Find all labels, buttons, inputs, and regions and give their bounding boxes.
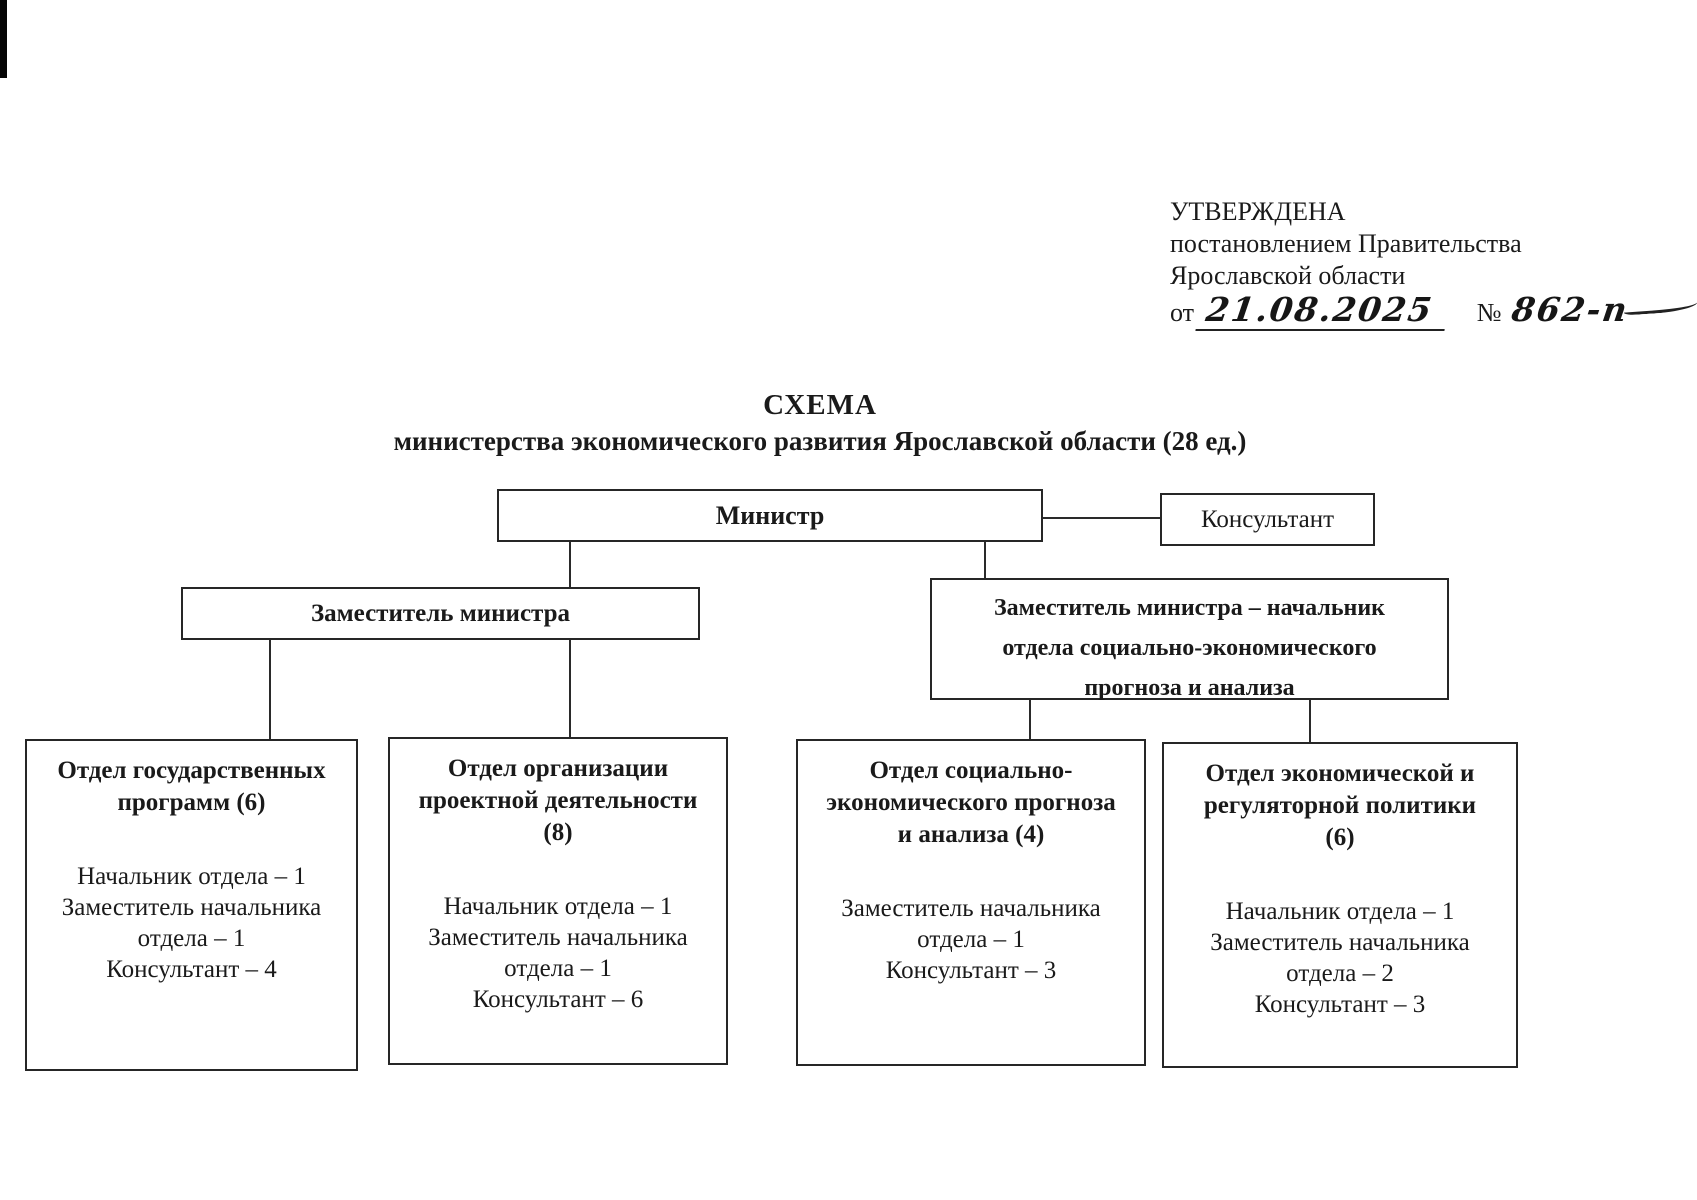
dept-title: Отдел социально-экономического прогноза … [826, 757, 1116, 848]
approval-block: УТВЕРЖДЕНА постановлением Правительства … [1170, 196, 1697, 331]
deputy-minister-head-label: Заместитель министра – начальник отдела … [994, 595, 1385, 701]
org-box-deputy-minister-head-of-forecast: Заместитель министра – начальник отдела … [930, 578, 1449, 701]
org-box-minister: Министр [497, 489, 1043, 542]
staff-line: Консультант – 3 [1254, 991, 1426, 1018]
connector-deputy-left-dept2 [569, 640, 571, 737]
staff-line: Заместитель начальника отдела – 1 [428, 924, 688, 982]
approval-line-1: УТВЕРЖДЕНА [1170, 197, 1346, 226]
handwritten-pen-tail [1623, 296, 1697, 316]
deputy-minister-label: Заместитель министра [310, 599, 571, 627]
staff-line: Заместитель начальника отдела – 2 [1210, 929, 1470, 987]
org-box-dept-state-programs: Отдел государственных программ (6) Начал… [25, 739, 358, 1071]
staff-line: Консультант – 6 [472, 986, 644, 1013]
handwritten-date: 21.08.2025 [1195, 290, 1450, 331]
date-prefix-label: от [1170, 298, 1195, 327]
dept-staff-list: Начальник отдела – 1 Заместитель начальн… [390, 891, 726, 1015]
org-box-dept-project-activity: Отдел организации проектной деятельности… [388, 737, 728, 1065]
approval-line-2: постановлением Правительства [1170, 229, 1522, 258]
number-sign-label: № [1476, 298, 1502, 327]
document-subtitle: министерства экономического развития Яро… [393, 426, 1247, 456]
minister-label: Министр [715, 500, 825, 530]
scan-edge-artifact [0, 0, 7, 78]
handwritten-number: 862-п [1508, 290, 1631, 329]
dept-title: Отдел экономической и регуляторной полит… [1203, 760, 1477, 851]
org-box-consultant: Консультант [1160, 493, 1375, 546]
staff-line: Заместитель начальника отдела – 1 [841, 895, 1101, 953]
connector-minister-consultant [1043, 517, 1160, 519]
dept-title: Отдел организации проектной деятельности… [418, 755, 698, 846]
document-title: СХЕМА [763, 389, 877, 421]
org-box-deputy-minister: Заместитель министра [181, 587, 700, 640]
org-box-dept-socioeconomic-forecast: Отдел социально-экономического прогноза … [796, 739, 1146, 1066]
dept-staff-list: Начальник отдела – 1 Заместитель начальн… [1164, 896, 1516, 1020]
connector-minister-deputy-right [984, 542, 986, 578]
staff-line: Консультант – 3 [885, 957, 1057, 984]
connector-minister-deputy-left [569, 542, 571, 587]
connector-deputy-right-dept3 [1029, 700, 1031, 739]
approval-line-3: Ярославской области [1170, 261, 1406, 290]
staff-line: Начальник отдела – 1 [443, 893, 673, 920]
staff-line: Начальник отдела – 1 [77, 863, 306, 890]
staff-line: Консультант – 4 [106, 956, 277, 983]
staff-line: Заместитель начальника отдела – 1 [61, 894, 322, 952]
dept-title: Отдел государственных программ (6) [57, 757, 326, 816]
org-box-dept-economic-regulatory-policy: Отдел экономической и регуляторной полит… [1162, 742, 1518, 1068]
consultant-label: Консультант [1200, 505, 1335, 533]
connector-deputy-left-dept1 [269, 640, 271, 739]
title-block: СХЕМА министерства экономического развит… [140, 388, 1500, 458]
dept-staff-list: Начальник отдела – 1 Заместитель начальн… [27, 861, 356, 985]
connector-deputy-right-dept4 [1309, 700, 1311, 742]
dept-staff-list: Заместитель начальника отдела – 1 Консул… [798, 893, 1144, 986]
staff-line: Начальник отдела – 1 [1225, 898, 1455, 925]
